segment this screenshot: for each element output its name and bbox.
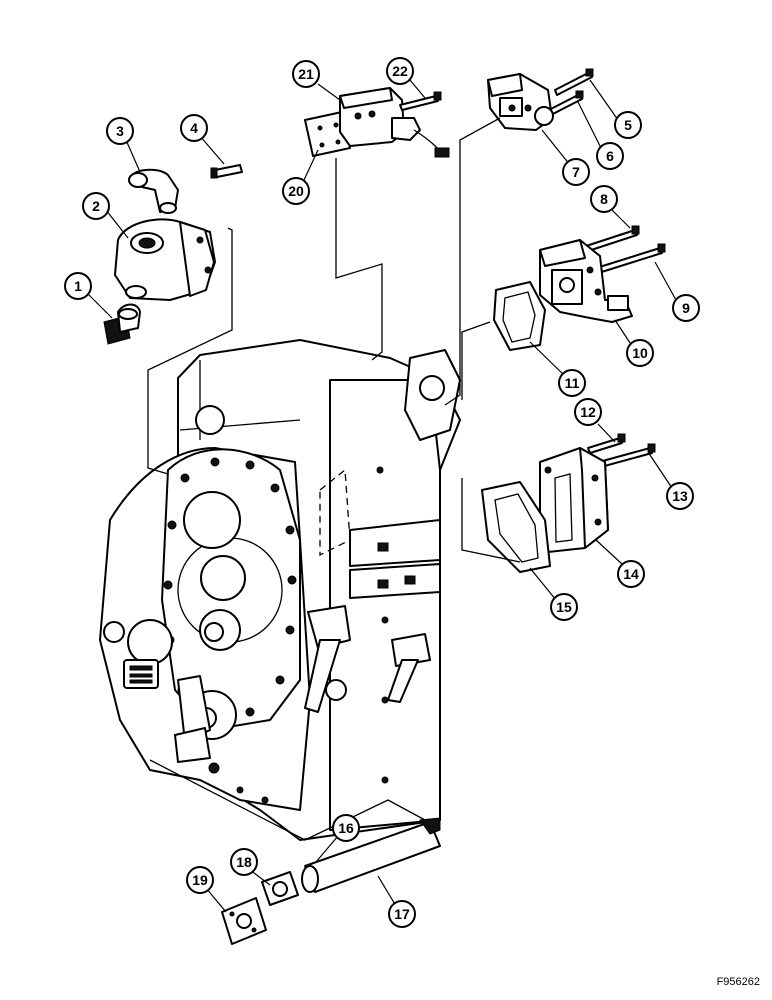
svg-text:3: 3 [116,123,124,139]
callout-8: 8 [590,185,618,213]
callout-9: 9 [672,294,700,322]
part-22-bolt [399,91,442,111]
svg-text:2: 2 [92,198,100,214]
part-1-fitting [103,303,141,345]
callout-22: 22 [386,57,414,85]
part-4-bolt [210,164,243,179]
svg-text:7: 7 [572,164,580,180]
svg-text:9: 9 [682,300,690,316]
callout-12: 12 [574,398,602,426]
svg-text:17: 17 [394,906,410,922]
part-18-gasket [261,871,299,906]
callout-5: 5 [614,111,642,139]
callout-2: 2 [82,192,110,220]
svg-text:14: 14 [623,566,639,582]
part-21-solenoid-valve [339,87,450,158]
callout-leaders [87,79,677,913]
callout-10: 10 [626,339,654,367]
callout-11: 11 [558,369,586,397]
callout-15: 15 [550,593,578,621]
svg-text:4: 4 [190,120,198,136]
part-7-valve-block [487,73,554,131]
svg-text:19: 19 [192,872,208,888]
part-10-control-valve [539,239,633,323]
callout-1: 1 [64,272,92,300]
part-20-gasket [304,111,351,157]
svg-text:12: 12 [580,404,596,420]
callout-13: 13 [666,482,694,510]
callout-21: 21 [292,60,320,88]
callout-16: 16 [332,814,360,842]
svg-text:13: 13 [672,488,688,504]
svg-text:5: 5 [624,117,632,133]
svg-text:10: 10 [632,345,648,361]
callout-19: 19 [186,866,214,894]
part-14-valve-cover [539,447,609,553]
svg-text:11: 11 [565,375,580,391]
callout-14: 14 [617,560,645,588]
part-12-bolt [587,433,626,454]
part-16-17-tube [301,817,441,893]
callout-4: 4 [180,114,208,142]
callout-18: 18 [230,848,258,876]
callout-20: 20 [282,177,310,205]
part-11-gasket [493,281,546,351]
callout-6: 6 [596,142,624,170]
callout-17: 17 [388,900,416,928]
svg-text:15: 15 [556,599,572,615]
part-19-plate [221,897,267,945]
transmission-housing [99,339,461,841]
svg-text:21: 21 [298,66,314,82]
callout-3: 3 [106,117,134,145]
svg-text:8: 8 [600,191,608,207]
part-3-elbow [128,168,179,214]
svg-text:18: 18 [236,854,252,870]
svg-text:20: 20 [288,183,304,199]
part-15-gasket [481,481,551,573]
svg-text:22: 22 [392,63,408,79]
svg-text:16: 16 [338,820,354,836]
part-2-pump [114,218,216,301]
figure-id-label: F956262 [716,976,760,988]
svg-text:6: 6 [606,148,614,164]
part-5-bolt [554,68,594,96]
svg-text:1: 1 [74,278,82,294]
callout-7: 7 [562,158,590,186]
